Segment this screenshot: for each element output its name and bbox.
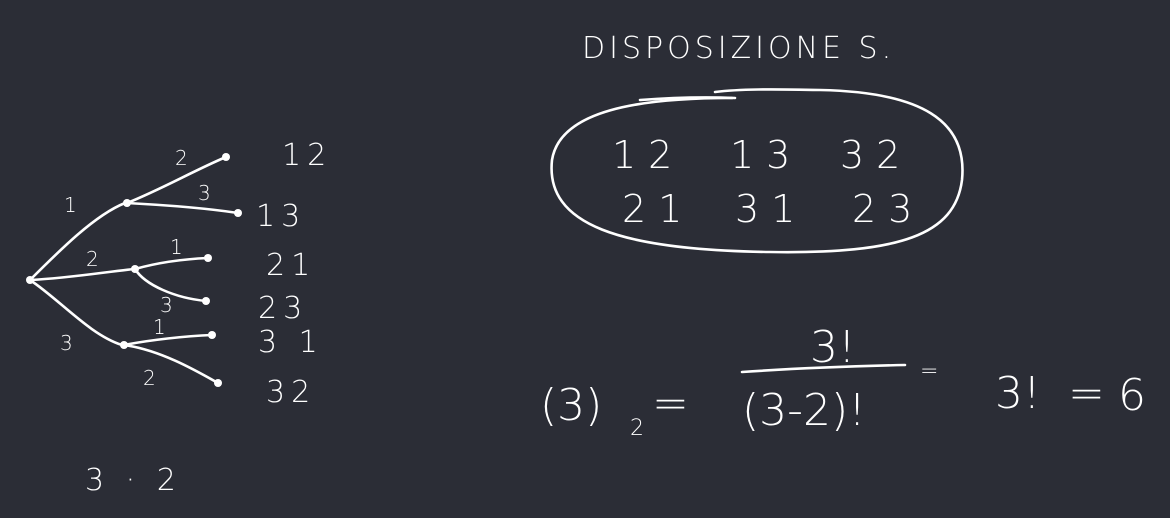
formula-equals-2: = xyxy=(920,359,938,384)
formula-lhs: (3) xyxy=(540,380,602,431)
tree-result: 3 1 xyxy=(258,325,324,360)
tree-result: 21 xyxy=(266,248,316,283)
tree-leaf xyxy=(202,297,210,305)
formula: (3) 2 = 3! (3-2)! = 3! = 6 xyxy=(540,322,1146,441)
tree-branch-2 xyxy=(28,267,136,282)
enum-item: 32 xyxy=(840,133,912,177)
formula-numerator: 3! xyxy=(810,322,856,373)
tree-branch-1 xyxy=(28,201,127,282)
tree-label-2: 2 xyxy=(86,247,99,271)
tree-label-2-1: 1 xyxy=(170,235,183,259)
tree-branch-3-1 xyxy=(122,333,214,347)
tree-leaf xyxy=(222,153,230,161)
formula-equals-3: = xyxy=(1068,368,1105,419)
tree-branch-2-3 xyxy=(133,267,208,303)
tree-result: 13 xyxy=(256,199,306,234)
formula-simplified: 3! xyxy=(995,368,1041,419)
tree-branch-3-2 xyxy=(122,343,220,385)
tree-branch-3 xyxy=(28,278,124,347)
enumeration-overline xyxy=(638,96,737,102)
enum-item: 13 xyxy=(730,133,802,177)
tree-label-3: 3 xyxy=(60,331,73,355)
tree-result: 23 xyxy=(258,291,308,326)
enum-item: 23 xyxy=(852,187,924,231)
tree-leaf xyxy=(208,331,216,339)
tree-label-2-3: 3 xyxy=(160,293,173,317)
enum-item: 12 xyxy=(612,133,684,177)
product-text: 3 · 2 xyxy=(85,463,182,498)
enum-item: 21 xyxy=(622,187,694,231)
enumeration-box: 12 13 32 21 31 23 xyxy=(550,88,964,254)
tree-branch-1-2 xyxy=(125,155,228,205)
tree-leaf xyxy=(234,209,242,217)
tree-result: 12 xyxy=(282,138,332,173)
tree-diagram: 1 2 3 2 3 1 3 1 2 12 13 21 23 3 1 32 xyxy=(26,138,332,410)
tree-branch-1-3 xyxy=(125,201,240,215)
enum-item: 31 xyxy=(735,187,807,231)
tree-label-1: 1 xyxy=(64,193,77,217)
title-text: DISPOSIZIONE S. xyxy=(582,31,895,66)
tree-result: 32 xyxy=(266,375,316,410)
tree-label-3-2: 2 xyxy=(143,366,156,390)
tree-label-1-3: 3 xyxy=(198,181,211,205)
tree-label-1-2: 2 xyxy=(175,146,188,170)
enumeration-ellipse xyxy=(550,88,964,254)
tree-label-3-1: 1 xyxy=(153,315,166,339)
formula-result: 6 xyxy=(1118,370,1146,421)
formula-denominator: (3-2)! xyxy=(742,385,866,436)
fraction-bar xyxy=(740,363,907,374)
formula-equals-1: = xyxy=(652,378,689,429)
tree-leaf xyxy=(214,379,222,387)
formula-lhs-subscript: 2 xyxy=(630,416,644,441)
tree-leaf xyxy=(204,254,212,262)
tree-branch-2-1 xyxy=(133,256,210,271)
